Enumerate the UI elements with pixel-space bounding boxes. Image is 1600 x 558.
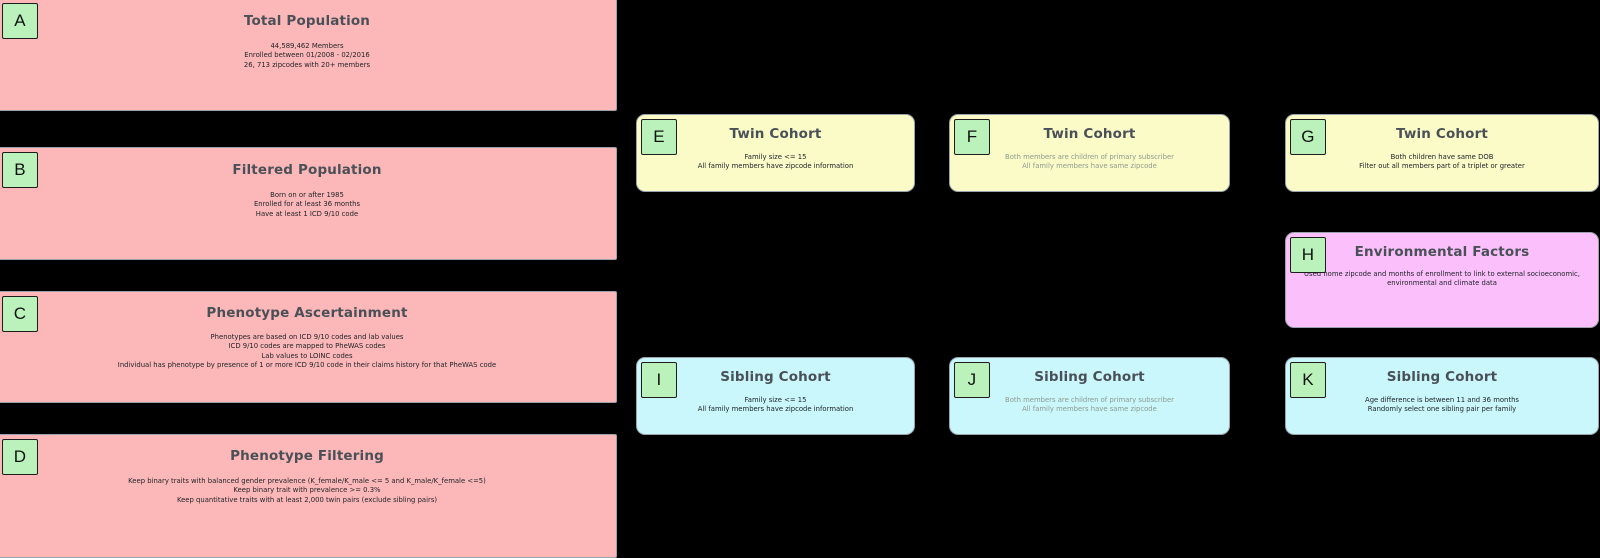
panel-title-b: Filtered Population [232,162,382,178]
panel-sibling-cohort-j: J Sibling Cohort Both members are childr… [949,357,1230,435]
panel-badge-f: F [954,119,990,155]
panel-environmental-factors: H Environmental Factors Used home zipcod… [1285,232,1599,328]
panel-title-i: Sibling Cohort [720,369,831,385]
panel-phenotype-filtering: D Phenotype Filtering Keep binary traits… [0,434,617,558]
panel-title-j: Sibling Cohort [1034,369,1145,385]
panel-badge-a: A [2,3,38,39]
panel-body-j: Both members are children of primary sub… [1005,396,1174,414]
panel-title-e: Twin Cohort [729,126,822,142]
panel-title-c: Phenotype Ascertainment [206,305,408,321]
panel-title-h: Environmental Factors [1354,244,1530,260]
panel-twin-cohort-f: F Twin Cohort Both members are children … [949,114,1230,192]
panel-body-h: Used home zipcode and months of enrollme… [1304,270,1580,288]
panel-badge-b: B [2,152,38,188]
panel-title-a: Total Population [243,13,371,29]
panel-title-k: Sibling Cohort [1386,369,1498,385]
panel-twin-cohort-g: G Twin Cohort Both children have same DO… [1285,114,1599,192]
panel-badge-d: D [2,439,38,475]
panel-phenotype-ascertainment: C Phenotype Ascertainment Phenotypes are… [0,291,617,403]
panel-badge-k: K [1290,362,1326,398]
panel-sibling-cohort-k: K Sibling Cohort Age difference is betwe… [1285,357,1599,435]
panel-filtered-population: B Filtered Population Born on or after 1… [0,147,617,260]
panel-badge-e: E [641,119,677,155]
panel-body-c: Phenotypes are based on ICD 9/10 codes a… [117,333,497,370]
panel-badge-h: H [1290,237,1326,273]
panel-badge-i: I [641,362,677,398]
panel-title-f: Twin Cohort [1043,126,1136,142]
panel-badge-c: C [2,296,38,332]
panel-body-f: Both members are children of primary sub… [1005,153,1174,171]
panel-title-g: Twin Cohort [1396,126,1488,142]
panel-body-d: Keep binary traits with balanced gender … [128,477,486,504]
panel-title-d: Phenotype Filtering [230,448,384,464]
panel-badge-j: J [954,362,990,398]
panel-body-k: Age difference is between 11 and 36 mont… [1365,396,1519,414]
panel-badge-g: G [1290,119,1326,155]
